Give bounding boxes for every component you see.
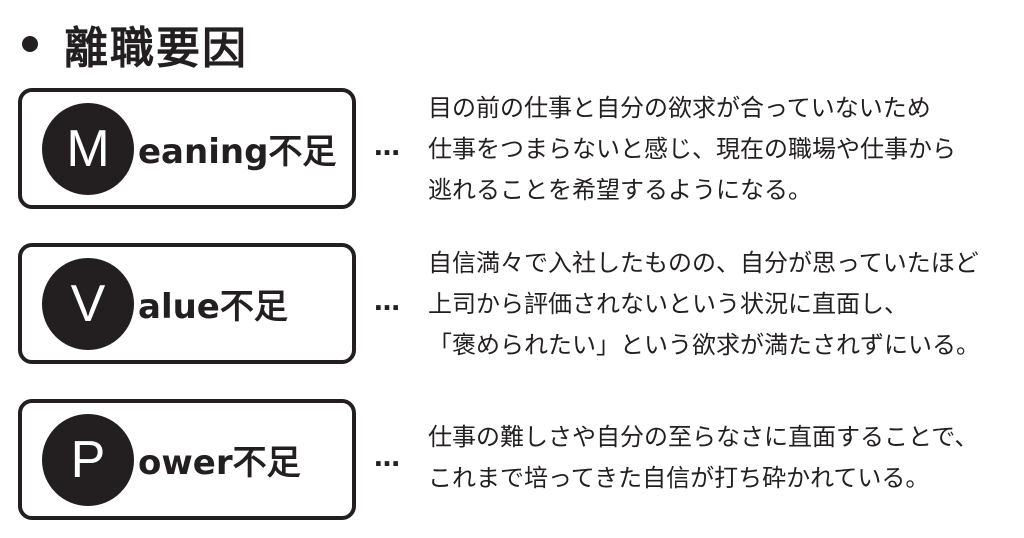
desc-line: 自信満々で入社したものの、自分が思っていたほど xyxy=(428,249,979,277)
factor-value: V alue不足 … 自信満々で入社したものの、自分が思っていたほど 上司から評… xyxy=(18,243,1024,366)
page-title: 離職要因 xyxy=(22,14,248,74)
ellipsis: … xyxy=(374,132,401,162)
factor-description: 自信満々で入社したものの、自分が思っていたほど 上司から評価されないという状況に… xyxy=(428,243,980,366)
desc-line: 目の前の仕事と自分の欲求が合っていないため xyxy=(428,94,931,122)
factor-label: ower不足 xyxy=(138,443,301,483)
factor-label: alue不足 xyxy=(138,287,288,327)
letter-circle: M xyxy=(42,102,134,195)
desc-line: 逃れることを希望するようになる。 xyxy=(428,176,812,204)
factor-description: 目の前の仕事と自分の欲求が合っていないため 仕事をつまらないと感じ、現在の職場や… xyxy=(428,88,956,211)
factor-power: P ower不足 … 仕事の難しさや自分の至らなさに直面することで、 これまで培… xyxy=(18,399,1024,520)
factor-box: P ower不足 xyxy=(18,399,356,520)
factor-description: 仕事の難しさや自分の至らなさに直面することで、 これまで培ってきた自信が打ち砕か… xyxy=(428,417,978,499)
desc-line: 「褒められたい」という欲求が満たされずにいる。 xyxy=(428,331,980,359)
desc-line: 仕事をつまらないと感じ、現在の職場や仕事から xyxy=(428,135,956,163)
factor-box: M eaning不足 xyxy=(18,88,356,209)
desc-line: 上司から評価されないという状況に直面し、 xyxy=(428,290,908,318)
title-text: 離職要因 xyxy=(64,23,248,74)
desc-line: これまで培ってきた自信が打ち砕かれている。 xyxy=(428,464,930,492)
factor-label: eaning不足 xyxy=(138,132,337,172)
letter-circle: V xyxy=(42,257,134,350)
desc-line: 仕事の難しさや自分の至らなさに直面することで、 xyxy=(428,423,979,451)
ellipsis: … xyxy=(374,287,401,317)
bullet-icon xyxy=(22,36,38,52)
factor-box: V alue不足 xyxy=(18,243,356,364)
letter-circle: P xyxy=(42,413,134,506)
ellipsis: … xyxy=(374,443,401,473)
factor-meaning: M eaning不足 … 目の前の仕事と自分の欲求が合っていないため 仕事をつま… xyxy=(18,88,1024,211)
